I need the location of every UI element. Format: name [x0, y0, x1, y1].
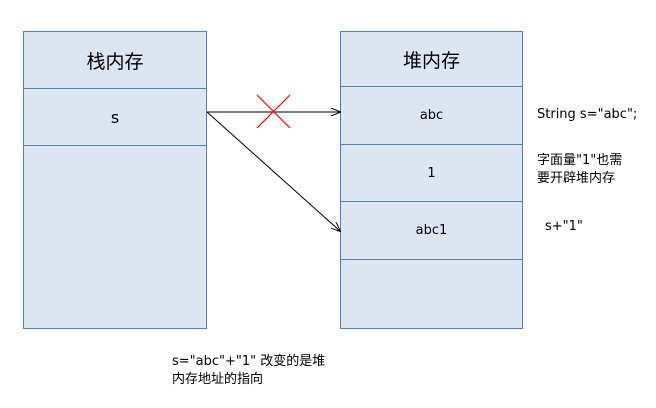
heap-cell-abc: abc — [341, 87, 522, 145]
heap-cell-1: 1 — [341, 145, 522, 202]
literal-note: 字面量"1"也需 要开辟堆内存 — [537, 153, 623, 186]
cross-icon — [256, 94, 291, 129]
heap-memory-title: 堆内存 — [341, 32, 522, 87]
declaration-note: String s="abc"; — [537, 107, 638, 122]
stack-variable-s: s — [24, 89, 206, 146]
caption-note: s="abc"+"1" 改变的是堆 内存地址的指向 — [172, 354, 326, 387]
stack-memory-box: 栈内存 s — [23, 31, 207, 329]
heap-memory-box: 堆内存 abc 1 abc1 — [340, 31, 523, 329]
concat-note: s+"1" — [545, 219, 583, 234]
arrow-to-abc1 — [206, 111, 340, 231]
heap-cell-abc1: abc1 — [341, 202, 522, 260]
stack-memory-title: 栈内存 — [24, 32, 206, 89]
